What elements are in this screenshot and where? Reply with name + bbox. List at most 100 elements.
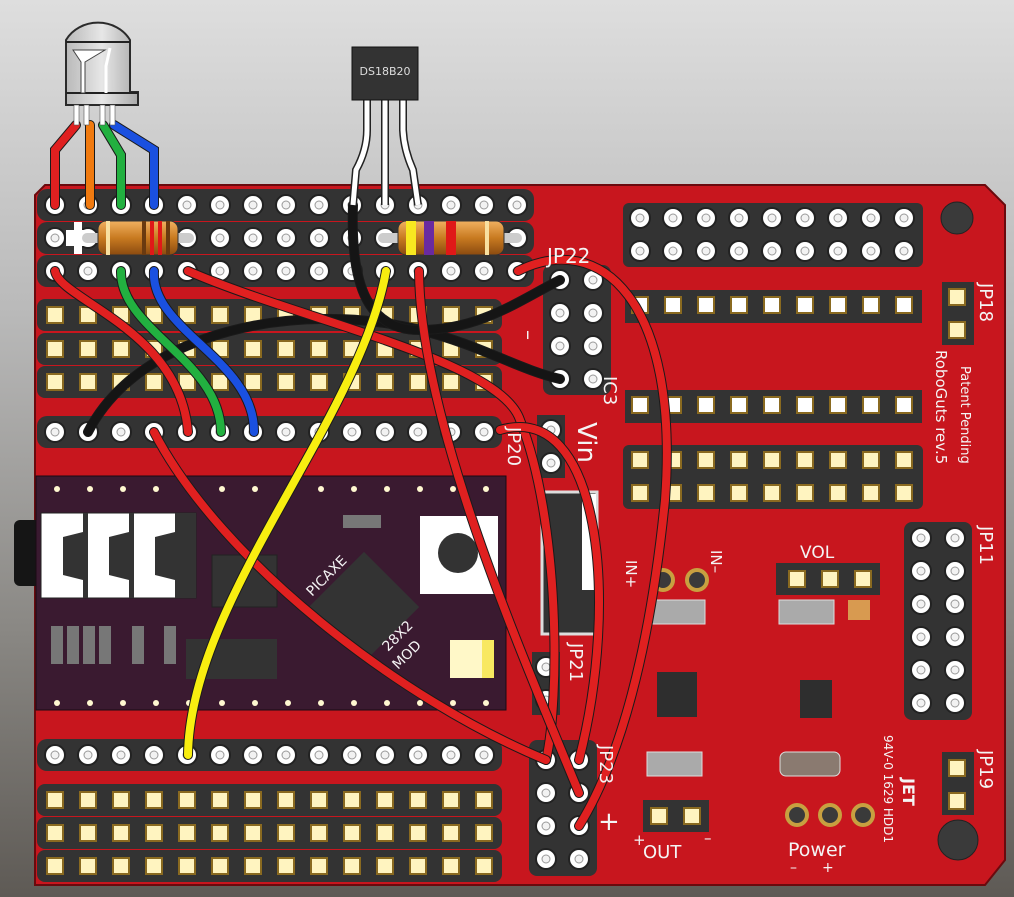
square-pad — [244, 857, 262, 875]
square-pad — [376, 824, 394, 842]
through-hole-center — [833, 246, 843, 256]
label-in-minus: IN– — [707, 550, 725, 573]
pad-strip — [37, 850, 502, 882]
square-pad — [697, 451, 715, 469]
through-hole-center — [588, 341, 598, 351]
through-hole-center — [380, 427, 390, 437]
label-out-minus: – — [704, 829, 712, 847]
square-pad — [178, 824, 196, 842]
picaxe-module: PICAXE 28X2 MOD — [14, 475, 507, 711]
through-hole-center — [800, 213, 810, 223]
square-pad — [862, 484, 880, 502]
hole-strip — [37, 739, 502, 771]
through-hole-center — [512, 200, 522, 210]
square-pad — [442, 791, 460, 809]
square-pad — [112, 824, 130, 842]
square-pad — [475, 791, 493, 809]
square-pad — [277, 824, 295, 842]
square-pad — [376, 791, 394, 809]
square-pad — [79, 857, 97, 875]
module-pin-dot — [417, 486, 423, 492]
smd-cap-3 — [646, 751, 703, 777]
jp22-header — [543, 265, 611, 395]
square-pad — [697, 396, 715, 414]
through-hole-center — [479, 266, 489, 276]
label-jp11: JP11 — [975, 525, 996, 565]
through-hole-center — [215, 200, 225, 210]
through-hole-center — [50, 233, 60, 243]
red-wire — [496, 423, 603, 764]
module-pin-dot — [285, 700, 291, 706]
square-pad — [277, 791, 295, 809]
capacitor — [779, 751, 841, 777]
square-pad — [948, 288, 966, 306]
label-patent: Patent Pending — [957, 366, 972, 464]
square-pad — [854, 570, 872, 588]
through-hole-center — [588, 308, 598, 318]
square-pad — [244, 373, 262, 391]
through-hole-center — [546, 458, 556, 468]
power-pad-2 — [818, 803, 842, 827]
ds18b20-label: DS18B20 — [360, 65, 411, 78]
through-hole-center — [916, 698, 926, 708]
through-hole-center — [83, 750, 93, 760]
power-pad-1 — [785, 803, 809, 827]
led-green-lead — [99, 121, 125, 209]
square-pad — [763, 296, 781, 314]
square-pad — [79, 824, 97, 842]
through-hole-center — [635, 246, 645, 256]
square-pad — [829, 296, 847, 314]
square-pad — [46, 340, 64, 358]
square-pad — [79, 340, 97, 358]
through-hole-center — [916, 665, 926, 675]
square-pad — [46, 373, 64, 391]
through-hole-center — [950, 632, 960, 642]
square-pad — [821, 570, 839, 588]
square-pad — [211, 306, 229, 324]
label-plus-jp23: + — [598, 807, 620, 837]
module-pin-dot — [450, 486, 456, 492]
module-pin-dot — [351, 486, 357, 492]
through-hole-center — [588, 374, 598, 384]
through-hole-center — [248, 266, 258, 276]
square-pad — [697, 484, 715, 502]
through-hole-center — [701, 213, 711, 223]
through-hole-center — [446, 266, 456, 276]
through-hole-center — [866, 246, 876, 256]
through-hole-center — [555, 341, 565, 351]
through-hole-center — [281, 266, 291, 276]
red-wire — [514, 255, 671, 830]
module-pin-dot — [54, 486, 60, 492]
square-pad — [343, 857, 361, 875]
label-cert: 94V-0 1629 HDD1 — [881, 735, 895, 843]
square-pad — [277, 857, 295, 875]
through-hole-center — [314, 750, 324, 760]
through-hole-center — [833, 213, 843, 223]
label-jp19: JP19 — [975, 749, 996, 789]
square-pad — [211, 824, 229, 842]
square-pad — [442, 857, 460, 875]
square-pad — [145, 791, 163, 809]
through-hole-center — [116, 750, 126, 760]
through-hole-center — [668, 246, 678, 256]
square-pad — [895, 296, 913, 314]
square-pad — [79, 373, 97, 391]
through-hole-center — [248, 233, 258, 243]
square-pad — [145, 857, 163, 875]
label-power-minus: – — [790, 860, 797, 876]
through-hole-center — [215, 233, 225, 243]
smd-cap-2 — [778, 599, 835, 625]
square-pad — [112, 857, 130, 875]
square-pad — [442, 373, 460, 391]
wires — [50, 120, 672, 831]
module-pin-dot — [87, 700, 93, 706]
module-pin-dot — [318, 700, 324, 706]
square-pad — [409, 824, 427, 842]
square-pad — [796, 451, 814, 469]
through-hole-center — [541, 821, 551, 831]
through-hole-center — [588, 275, 598, 285]
square-pad — [442, 306, 460, 324]
through-hole-center — [635, 213, 645, 223]
through-hole-center — [281, 200, 291, 210]
